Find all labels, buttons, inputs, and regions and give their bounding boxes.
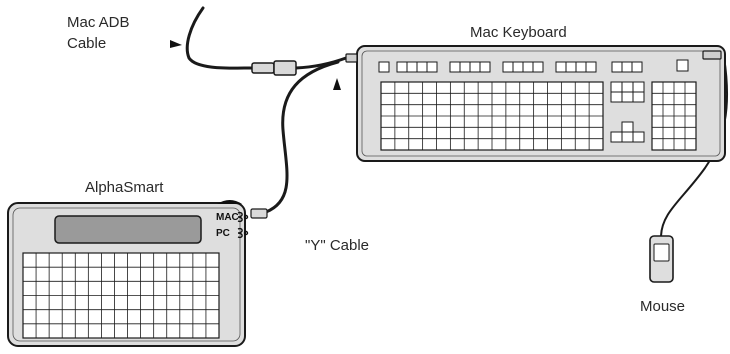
- port-pc-label: PC: [216, 228, 230, 239]
- pc-port-icon: [237, 227, 243, 239]
- adb-cable-arrow: [170, 40, 182, 48]
- mouse-cable: [660, 56, 729, 237]
- keyboard-function-row: [378, 59, 689, 73]
- keyboard-nav-keys: [610, 81, 645, 143]
- mac-adb-cable-label-line2: Cable: [67, 35, 107, 52]
- mouse-label: Mouse: [640, 298, 686, 315]
- alphasmart-label: AlphaSmart: [85, 179, 164, 196]
- alphasmart-screen: [54, 215, 202, 244]
- mouse: [649, 235, 674, 283]
- keyboard-cable-plug: [345, 50, 722, 63]
- mac-adb-cable-label-line1: Mac ADB: [67, 14, 130, 31]
- port-icons: [237, 211, 249, 239]
- mac-port-icon: [237, 211, 243, 223]
- mouse-button: [653, 243, 670, 262]
- alphasmart-plug: [250, 208, 268, 219]
- alphasmart: MAC PC: [7, 200, 268, 347]
- port-mac-label: MAC: [216, 212, 239, 223]
- alphasmart-ports: MAC PC: [216, 212, 239, 239]
- y-cable-label: "Y" Cable: [305, 237, 370, 254]
- y-cable-to-alphasmart: [264, 60, 340, 214]
- y-cable-plug: [251, 60, 297, 76]
- mac-keyboard: [345, 45, 726, 162]
- mac-keyboard-label: Mac Keyboard: [470, 24, 567, 41]
- keyboard-cable-arrow: [333, 78, 341, 90]
- mac-adb-cable: [185, 6, 254, 70]
- alphasmart-port-notch: [217, 200, 242, 204]
